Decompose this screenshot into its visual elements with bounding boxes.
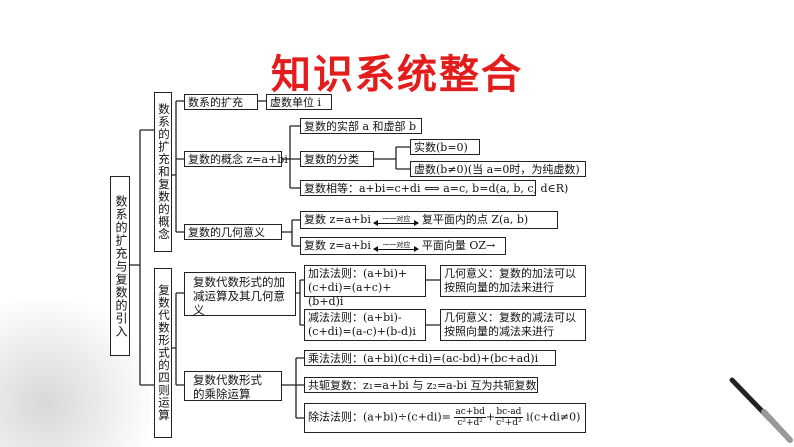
node-add-rule: 加法法则：(a+bi)+(c+di)=(a+c)+(b+d)i bbox=[304, 265, 426, 308]
div-frac1-den: c²+d² bbox=[457, 418, 483, 428]
node-imaginary-number: 虚数(b≠0)(当 a=0时，为纯虚数) bbox=[410, 161, 586, 177]
node-classification: 复数的分类 bbox=[300, 151, 374, 167]
node-concept: 复数的概念 z=a+bi bbox=[184, 151, 288, 167]
root-node: 数系的扩充与复数的引入 bbox=[110, 176, 130, 356]
page-title: 知识系统整合 bbox=[271, 52, 523, 98]
div-plus: + bbox=[485, 410, 496, 424]
geo-point-arrow-label: 一一对应 bbox=[382, 214, 411, 223]
geo-point-right: 复平面内的点 Z(a, b) bbox=[421, 213, 529, 226]
node-add-geo: 几何意义：复数的加法可以按照向量的加法来进行 bbox=[440, 265, 586, 297]
geo-vector-right: 平面向量 OZ→ bbox=[421, 239, 496, 252]
branch-concept-label: 数系的扩充和复数的概念 bbox=[154, 92, 172, 252]
geo-vector-left: 复数 z=a+bi bbox=[304, 239, 371, 252]
div-prefix: 除法法则：(a+bi)÷(c+di)= bbox=[308, 410, 451, 424]
div-frac2-num: bc-ad bbox=[495, 407, 523, 418]
div-frac1-num: ac+bd bbox=[454, 407, 486, 418]
node-geometric-meaning: 复数的几何意义 bbox=[184, 224, 282, 240]
node-real-imag-parts: 复数的实部 a 和虚部 b bbox=[300, 118, 422, 134]
brush-icon bbox=[729, 377, 793, 443]
bidirectional-arrow-icon: 一一对应 bbox=[373, 214, 420, 226]
root-label: 数系的扩充与复数的引入 bbox=[114, 194, 128, 338]
node-add-sub: 复数代数形式的加减运算及其几何意义 bbox=[184, 272, 296, 317]
node-sub-geo: 几何意义：复数的减法可以按照向量的减法来进行 bbox=[440, 309, 586, 341]
node-mul-rule: 乘法法则：(a+bi)(c+di)=(ac-bd)+(bc+ad)i bbox=[304, 350, 556, 366]
geo-vector-arrow-label: 一一对应 bbox=[382, 240, 411, 249]
node-geo-point: 复数 z=a+bi 一一对应 复平面内的点 Z(a, b) bbox=[300, 211, 558, 229]
node-mul-div: 复数代数形式的乘除运算 bbox=[184, 371, 282, 401]
node-extension: 数系的扩充 bbox=[184, 94, 258, 110]
branch-concept-text: 数系的扩充和复数的概念 bbox=[157, 103, 171, 241]
node-real-number: 实数(b=0) bbox=[410, 139, 480, 155]
geo-point-left: 复数 z=a+bi bbox=[304, 213, 371, 226]
bidirectional-arrow-icon: 一一对应 bbox=[373, 240, 420, 252]
node-equality: 复数相等：a+bi=c+di ⟺ a=c, b=d(a, b, c, d∈R) bbox=[300, 180, 568, 196]
branch-operations-text: 复数代数形式的四则运算 bbox=[157, 284, 171, 422]
node-conjugate: 共轭复数：z₁=a+bi 与 z₂=a-bi 互为共轭复数 bbox=[304, 377, 538, 393]
div-frac2-den: c²+d² bbox=[496, 418, 522, 428]
node-sub-rule: 减法法则：(a+bi)-(c+di)=(a-c)+(b-d)i bbox=[304, 309, 426, 341]
div-suffix: i(c+di≠0) bbox=[526, 410, 581, 424]
node-geo-vector: 复数 z=a+bi 一一对应 平面向量 OZ→ bbox=[300, 237, 506, 255]
node-imaginary-unit: 虚数单位 i bbox=[266, 94, 332, 110]
branch-operations-label: 复数代数形式的四则运算 bbox=[154, 268, 172, 438]
